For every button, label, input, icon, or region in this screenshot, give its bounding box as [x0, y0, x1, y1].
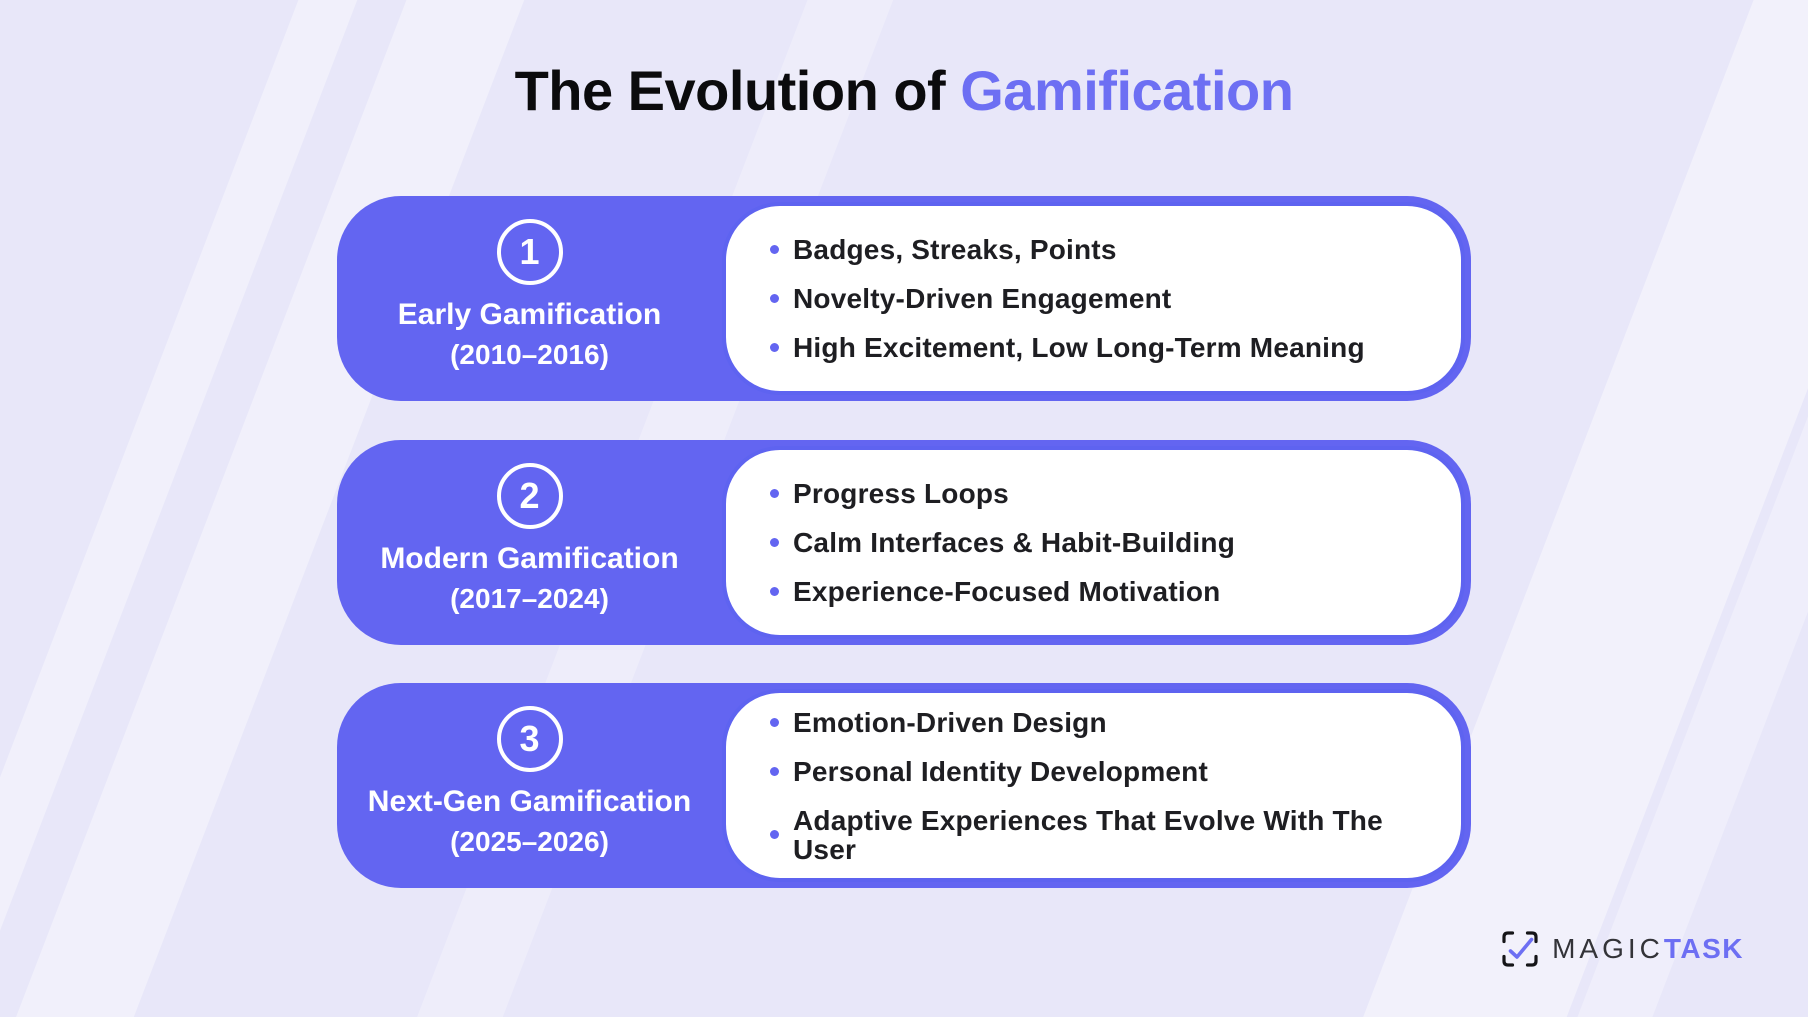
bullet-text: Adaptive Experiences That Evolve With Th…: [793, 804, 1383, 865]
bullet-dot-icon: [770, 343, 779, 352]
list-item: Calm Interfaces & Habit-Building: [770, 528, 1431, 557]
stage-detail-panel: Progress Loops Calm Interfaces & Habit-B…: [722, 446, 1465, 639]
stage-period: (2017–2024): [450, 583, 609, 614]
bullet-dot-icon: [770, 489, 779, 498]
bullet-list: Progress Loops Calm Interfaces & Habit-B…: [726, 479, 1461, 606]
bullet-text: Calm Interfaces & Habit-Building: [793, 527, 1236, 558]
stage-card-modern-gamification: 2 Modern Gamification (2017–2024) Progre…: [337, 440, 1471, 645]
stage-name: Modern Gamification: [380, 542, 679, 575]
bullet-dot-icon: [770, 245, 779, 254]
bullet-text: Experience-Focused Motivation: [793, 576, 1221, 607]
page-title-highlight: Gamification: [960, 59, 1294, 122]
page-title-prefix: The Evolution of: [514, 59, 946, 122]
stage-number: 1: [519, 231, 540, 272]
bullet-dot-icon: [770, 717, 779, 727]
stage-name: Early Gamification: [397, 298, 662, 331]
stage-number-badge: 2: [496, 463, 563, 529]
stage-header: 2 Modern Gamification (2017–2024): [337, 440, 722, 645]
bullet-text: Personal Identity Development: [793, 755, 1209, 787]
page-title: The Evolution of Gamification: [0, 58, 1808, 123]
stage-card-nextgen-gamification: 3 Next-Gen Gamification (2025–2026) Emot…: [337, 683, 1471, 888]
list-item: High Excitement, Low Long-Term Meaning: [770, 333, 1431, 362]
list-item: Adaptive Experiences That Evolve With Th…: [770, 806, 1431, 864]
list-item: Badges, Streaks, Points: [770, 235, 1431, 264]
stage-header: 3 Next-Gen Gamification (2025–2026): [337, 683, 722, 888]
list-item: Emotion-Driven Design: [770, 708, 1431, 737]
list-item: Progress Loops: [770, 479, 1431, 508]
stage-detail-panel: Badges, Streaks, Points Novelty-Driven E…: [722, 202, 1465, 395]
bullet-list: Badges, Streaks, Points Novelty-Driven E…: [726, 235, 1461, 362]
page-title-spacer: [945, 59, 960, 122]
list-item: Experience-Focused Motivation: [770, 577, 1431, 606]
stage-number: 2: [519, 475, 540, 516]
stage-period: (2025–2026): [450, 826, 609, 857]
checkbox-check-icon: [1502, 931, 1538, 967]
bullet-dot-icon: [770, 830, 779, 839]
stage-number-badge: 1: [496, 219, 563, 285]
brand-wordmark-primary: MAGIC: [1552, 933, 1664, 964]
stage-number-badge: 3: [496, 706, 563, 772]
list-item: Novelty-Driven Engagement: [770, 284, 1431, 313]
stage-detail-panel: Emotion-Driven Design Personal Identity …: [722, 689, 1465, 882]
bullet-text: Progress Loops: [793, 478, 1009, 509]
bullet-text: High Excitement, Low Long-Term Meaning: [793, 332, 1365, 363]
bullet-dot-icon: [770, 538, 779, 547]
stage-period: (2010–2016): [450, 339, 609, 370]
background-streak: [1419, 0, 1808, 1017]
stage-card-early-gamification: 1 Early Gamification (2010–2016) Badges,…: [337, 196, 1471, 401]
bullet-list: Emotion-Driven Design Personal Identity …: [726, 708, 1461, 864]
bullet-text: Emotion-Driven Design: [793, 706, 1107, 738]
bullet-dot-icon: [770, 766, 779, 776]
stage-number: 3: [519, 718, 540, 759]
bullet-dot-icon: [770, 294, 779, 303]
stage-name: Next-Gen Gamification: [367, 785, 692, 818]
list-item: Personal Identity Development: [770, 757, 1431, 786]
bullet-dot-icon: [770, 587, 779, 596]
bullet-text: Novelty-Driven Engagement: [793, 283, 1172, 314]
brand-wordmark-secondary: TASK: [1663, 933, 1744, 964]
stage-header: 1 Early Gamification (2010–2016): [337, 196, 722, 401]
bullet-text: Badges, Streaks, Points: [793, 234, 1117, 265]
